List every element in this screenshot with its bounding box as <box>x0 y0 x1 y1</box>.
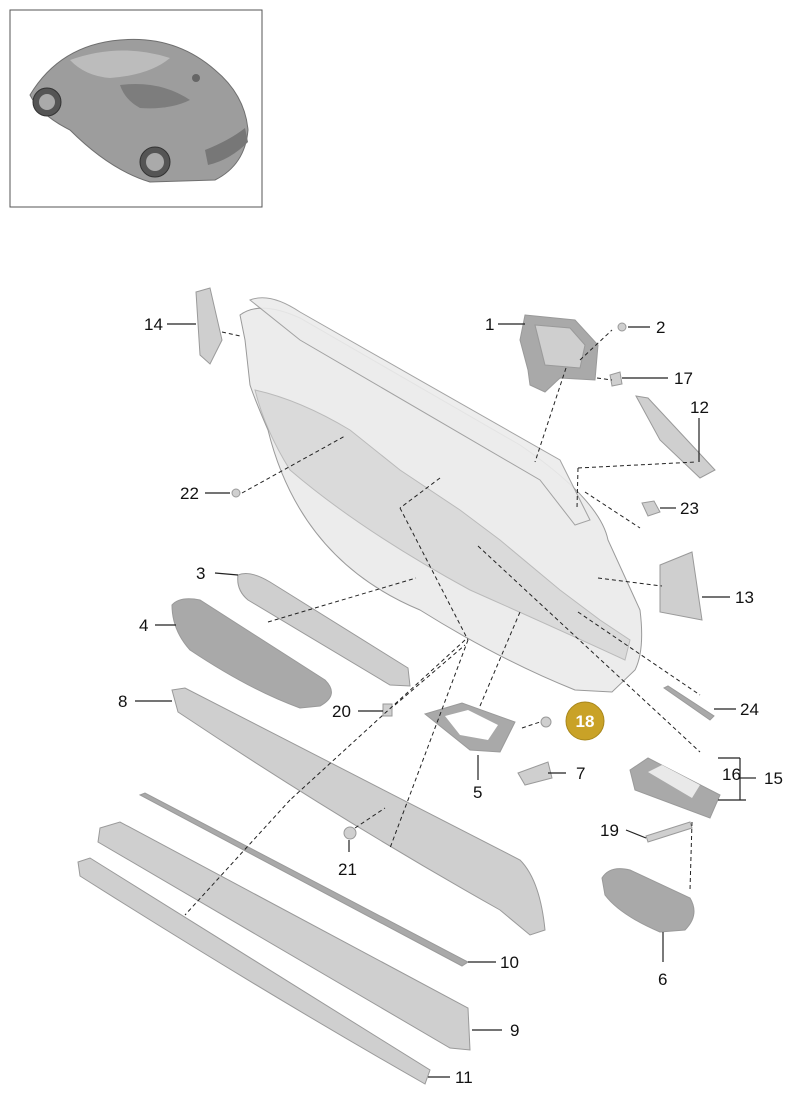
callout-14[interactable]: 14 <box>144 315 163 334</box>
part-16-handle-housing[interactable] <box>629 757 721 819</box>
callout-10[interactable]: 10 <box>500 953 519 972</box>
callout-19[interactable]: 19 <box>600 821 619 840</box>
callout-20[interactable]: 20 <box>332 702 351 721</box>
callout-11[interactable]: 11 <box>455 1068 473 1087</box>
door-trim-panel[interactable] <box>239 297 643 693</box>
vehicle-thumbnail[interactable] <box>9 9 263 208</box>
assembly-dashed-lines <box>184 329 701 916</box>
callout-16[interactable]: 16 <box>722 765 741 784</box>
callout-labels: 14 1 2 17 12 22 23 3 13 4 8 20 24 5 7 16… <box>118 315 783 1087</box>
part-18-screw[interactable] <box>540 716 552 728</box>
highlighted-callout-18[interactable]: 18 <box>565 701 605 741</box>
callout-24[interactable]: 24 <box>740 700 759 719</box>
callout-9[interactable]: 9 <box>510 1021 519 1040</box>
part-22-screw[interactable] <box>231 488 241 498</box>
part-4-armrest-pad[interactable] <box>171 598 332 709</box>
part-8-lower-rail[interactable] <box>171 687 546 936</box>
part-23-clip[interactable] <box>641 500 661 517</box>
part-6-pad[interactable] <box>601 868 695 933</box>
part-5-handle-bezel[interactable] <box>423 702 516 753</box>
highlight-badge <box>565 701 605 741</box>
callout-7[interactable]: 7 <box>576 764 585 783</box>
part-19-screw[interactable] <box>645 821 693 843</box>
part-12-trim[interactable] <box>635 395 716 479</box>
callout-17[interactable]: 17 <box>674 369 693 388</box>
callout-6[interactable]: 6 <box>658 970 667 989</box>
part-9-sill-trim[interactable] <box>97 821 471 1051</box>
highlight-label: 18 <box>576 712 595 731</box>
callout-22[interactable]: 22 <box>180 484 199 503</box>
part-13-trim[interactable] <box>659 551 703 621</box>
callout-4[interactable]: 4 <box>139 616 148 635</box>
callout-21[interactable]: 21 <box>338 860 357 879</box>
part-24-strip[interactable] <box>663 685 715 721</box>
callout-2[interactable]: 2 <box>656 318 665 337</box>
part-1-bracket[interactable] <box>519 314 599 393</box>
part-2-screw[interactable] <box>617 322 627 332</box>
car-illustration <box>29 38 249 183</box>
callout-8[interactable]: 8 <box>118 692 127 711</box>
part-3-armrest-strip[interactable] <box>237 573 411 687</box>
callout-13[interactable]: 13 <box>735 588 754 607</box>
callout-12[interactable]: 12 <box>690 398 709 417</box>
callout-15[interactable]: 15 <box>764 769 783 788</box>
callout-1[interactable]: 1 <box>485 315 494 334</box>
callout-3[interactable]: 3 <box>196 564 205 583</box>
part-7-insert[interactable] <box>517 761 553 786</box>
part-17-clip[interactable] <box>609 371 623 387</box>
part-14-cap[interactable] <box>195 287 223 365</box>
part-20-clip[interactable] <box>382 703 393 717</box>
part-21-clip[interactable] <box>343 826 357 840</box>
callout-5[interactable]: 5 <box>473 783 482 802</box>
callout-23[interactable]: 23 <box>680 499 699 518</box>
part-11-lower-sill[interactable] <box>77 857 431 1085</box>
leader-lines <box>135 323 756 1078</box>
